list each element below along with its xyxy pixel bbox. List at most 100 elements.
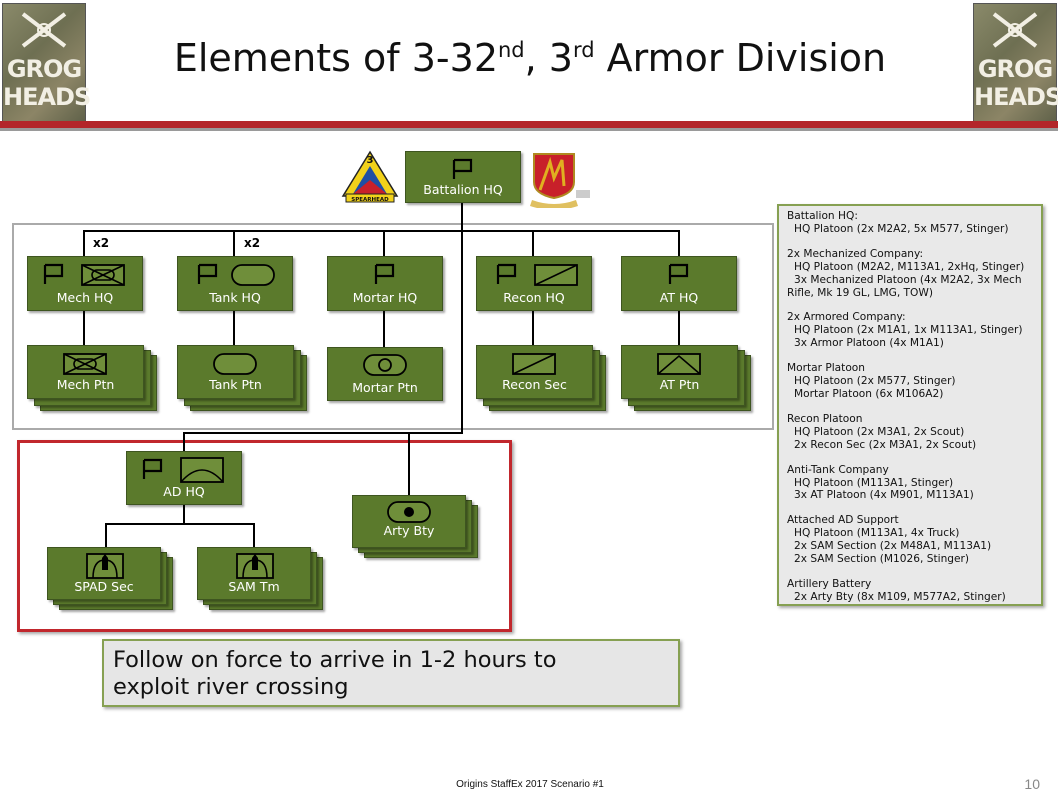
hq-flag-icon [43,263,64,284]
connector [183,432,463,434]
connector [105,523,255,525]
info-heading: Mortar Platoon [787,362,865,375]
connector [233,230,235,257]
info-heading: Artillery Battery [787,577,872,590]
mech-multiplier: x2 [93,236,110,250]
unit-composition-panel: Battalion HQ: HQ Platoon (2x M2A2, 5x M5… [777,204,1043,606]
connector [183,503,185,524]
armor-symbol-icon [231,264,275,286]
connector [532,230,534,257]
unit-label: Tank HQ [209,290,261,305]
info-line: 2x Arty Bty (8x M109, M577A2, Stinger) [794,590,1006,603]
air-defense-symbol-icon [180,457,224,483]
unit-label: Mech HQ [56,290,114,305]
attached-units-frame [17,440,512,632]
info-line: Rifle, Mk 19 GL, LMG, TOW) [787,286,933,299]
info-line: 2x SAM Section (2x M48A1, M113A1) [794,540,992,553]
info-section: Mortar Platoon HQ Platoon (2x M577, Stin… [787,362,1041,401]
at-ptn-unit: AT Ptn [621,345,738,399]
logo-text-line2: HEADS [974,83,1058,111]
connector [678,310,680,346]
info-section: Battalion HQ: HQ Platoon (2x M2A2, 5x M5… [787,210,1041,236]
tank-ptn-unit: Tank Ptn [177,345,294,399]
connector [105,523,107,549]
info-line: 3x AT Platoon (4x M901, M113A1) [794,489,974,502]
mortar-hq-unit: Mortar HQ [327,256,443,311]
unit-label: Tank Ptn [209,377,262,392]
info-line: HQ Platoon (2x M577, Stinger) [794,375,956,388]
mortar-ptn-unit: Mortar Ptn [327,347,443,401]
grogheads-logo-left: GROG HEADS [2,3,91,123]
arty-bty-unit: Arty Bty [352,495,466,548]
tank-multiplier: x2 [244,236,261,250]
regiment-crest-icon [530,153,590,208]
connector [532,310,534,346]
info-line: 3x Armor Platoon (4x M1A1) [794,337,944,350]
unit-label: Mech Ptn [56,377,115,392]
hq-flag-icon [142,458,163,479]
at-hq-unit: AT HQ [621,256,737,311]
info-heading: Recon Platoon [787,412,863,425]
crossed-sabers-icon [21,12,67,48]
battalion-hq-unit: Battalion HQ [405,151,521,203]
unit-label: Recon Sec [502,377,567,392]
follow-on-force-note: Follow on force to arrive in 1-2 hours t… [102,639,680,707]
logo-text-line1: GROG [6,55,82,83]
info-section: 2x Armored Company: HQ Platoon (2x M1A1,… [787,311,1041,350]
logo-text-line2: HEADS [3,83,91,111]
patch-banner: SPEARHEAD [351,197,389,203]
info-heading: 2x Mechanized Company: [787,247,924,260]
recon-symbol-icon [512,353,556,375]
unit-label: Battalion HQ [423,182,503,197]
battalion-frame [12,223,774,430]
artillery-symbol-icon [387,501,431,523]
info-section: Recon Platoon HQ Platoon (2x M3A1, 2x Sc… [787,413,1041,452]
hq-flag-icon [496,263,517,284]
info-line: 2x SAM Section (M1026, Stinger) [794,553,970,566]
air-defense-missile-symbol-icon [86,553,124,579]
unit-label: SPAD Sec [74,579,134,594]
anti-tank-symbol-icon [657,353,701,375]
mech-ptn-unit: Mech Ptn [27,345,144,399]
ad-hq-unit: AD HQ [126,451,242,505]
info-section: Artillery Battery 2x Arty Bty (8x M109, … [787,578,1041,604]
spad-sec-unit: SPAD Sec [47,547,161,600]
mechanized-infantry-symbol-icon [81,264,125,286]
connector [83,230,85,257]
page-number: 10 [1024,776,1040,792]
info-section: Anti-Tank Company HQ Platoon (M113A1, St… [787,464,1041,503]
info-line: 3x Mechanized Platoon (4x M2A2, 3x Mech [794,273,1022,286]
recon-hq-unit: Recon HQ [476,256,592,311]
footer-text: Origins StaffEx 2017 Scenario #1 [456,779,604,790]
page-title: Elements of 3-32nd, 3rd Armor Division [173,36,887,80]
unit-label: Mortar Ptn [352,380,418,395]
hq-flag-icon [452,158,473,179]
connector [233,310,235,346]
armor-symbol-icon [213,353,257,375]
unit-label: Recon HQ [503,290,565,305]
hq-flag-icon [374,263,395,284]
tank-hq-unit: Tank HQ [177,256,293,311]
info-heading: Attached AD Support [787,514,899,527]
unit-label: AT HQ [659,290,699,305]
header-rule-red [0,121,1058,128]
connector [678,230,680,257]
connector [83,310,85,346]
mortar-symbol-icon [363,354,407,376]
logo-text-line1: GROG [977,55,1053,83]
info-heading: 2x Armored Company: [787,311,906,324]
info-line: HQ Platoon (M113A1, Stinger) [794,476,954,489]
connector [461,202,463,434]
info-line: HQ Platoon (2x M1A1, 1x M113A1, Stinger) [794,324,1023,337]
info-heading: Battalion HQ: [787,210,858,222]
3rd-armor-division-patch-icon: 3 SPEARHEAD [341,150,399,203]
info-section: Attached AD Support HQ Platoon (M113A1, … [787,514,1041,566]
patch-number: 3 [367,155,374,166]
info-heading: Anti-Tank Company [787,463,889,476]
unit-label: AT Ptn [659,377,700,392]
hq-flag-icon [197,263,218,284]
header-rule-gray [0,128,1058,131]
mech-hq-unit: Mech HQ [27,256,143,311]
air-defense-missile-symbol-icon [236,553,274,579]
unit-label: AD HQ [163,484,205,499]
